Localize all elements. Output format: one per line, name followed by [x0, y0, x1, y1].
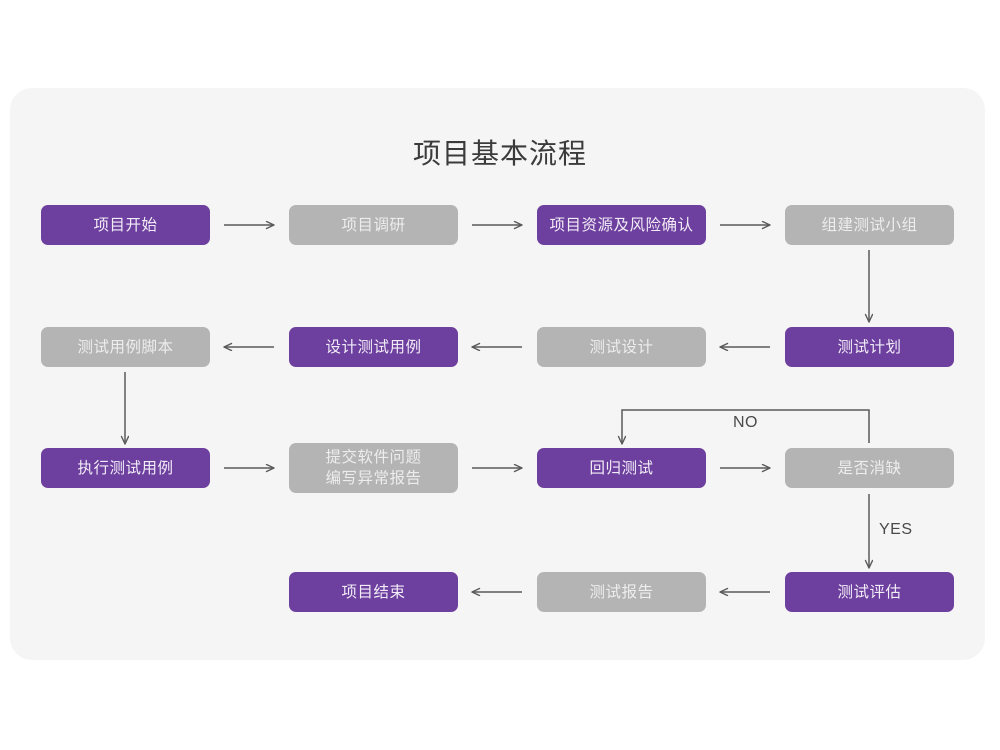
node-label: 项目资源及风险确认 — [549, 216, 694, 234]
node-label: 项目开始 — [93, 216, 158, 234]
node-project-end[interactable]: 项目结束 — [289, 572, 458, 612]
node-label: 组建测试小组 — [821, 216, 918, 234]
edge-label-yes: YES — [879, 521, 913, 538]
node-label: 是否消缺 — [837, 459, 902, 477]
node-label: 项目调研 — [341, 216, 406, 234]
edge-label-no: NO — [733, 414, 758, 431]
node-regression-test[interactable]: 回归测试 — [537, 448, 706, 488]
flowchart-card — [10, 88, 985, 660]
node-label: 提交软件问题 编写异常报告 — [325, 449, 422, 487]
node-execute-test-case[interactable]: 执行测试用例 — [41, 448, 210, 488]
node-label: 测试计划 — [837, 338, 902, 356]
node-label: 回归测试 — [589, 459, 654, 477]
node-label: 执行测试用例 — [77, 459, 174, 477]
node-project-start[interactable]: 项目开始 — [41, 205, 210, 245]
node-project-research[interactable]: 项目调研 — [289, 205, 458, 245]
node-label: 测试设计 — [589, 338, 654, 356]
node-test-case-script[interactable]: 测试用例脚本 — [41, 327, 210, 367]
node-test-evaluation[interactable]: 测试评估 — [785, 572, 954, 612]
node-label: 测试评估 — [837, 583, 902, 601]
node-test-design[interactable]: 测试设计 — [537, 327, 706, 367]
node-resource-risk-confirm[interactable]: 项目资源及风险确认 — [537, 205, 706, 245]
node-label: 设计测试用例 — [325, 338, 422, 356]
node-label: 测试报告 — [589, 583, 654, 601]
node-test-report[interactable]: 测试报告 — [537, 572, 706, 612]
node-test-plan[interactable]: 测试计划 — [785, 327, 954, 367]
node-defect-cleared[interactable]: 是否消缺 — [785, 448, 954, 488]
node-build-test-team[interactable]: 组建测试小组 — [785, 205, 954, 245]
node-design-test-case[interactable]: 设计测试用例 — [289, 327, 458, 367]
page-title: 项目基本流程 — [412, 138, 587, 169]
node-label: 项目结束 — [341, 583, 406, 601]
node-label: 测试用例脚本 — [77, 338, 174, 356]
node-submit-issue-report[interactable]: 提交软件问题 编写异常报告 — [289, 443, 458, 493]
